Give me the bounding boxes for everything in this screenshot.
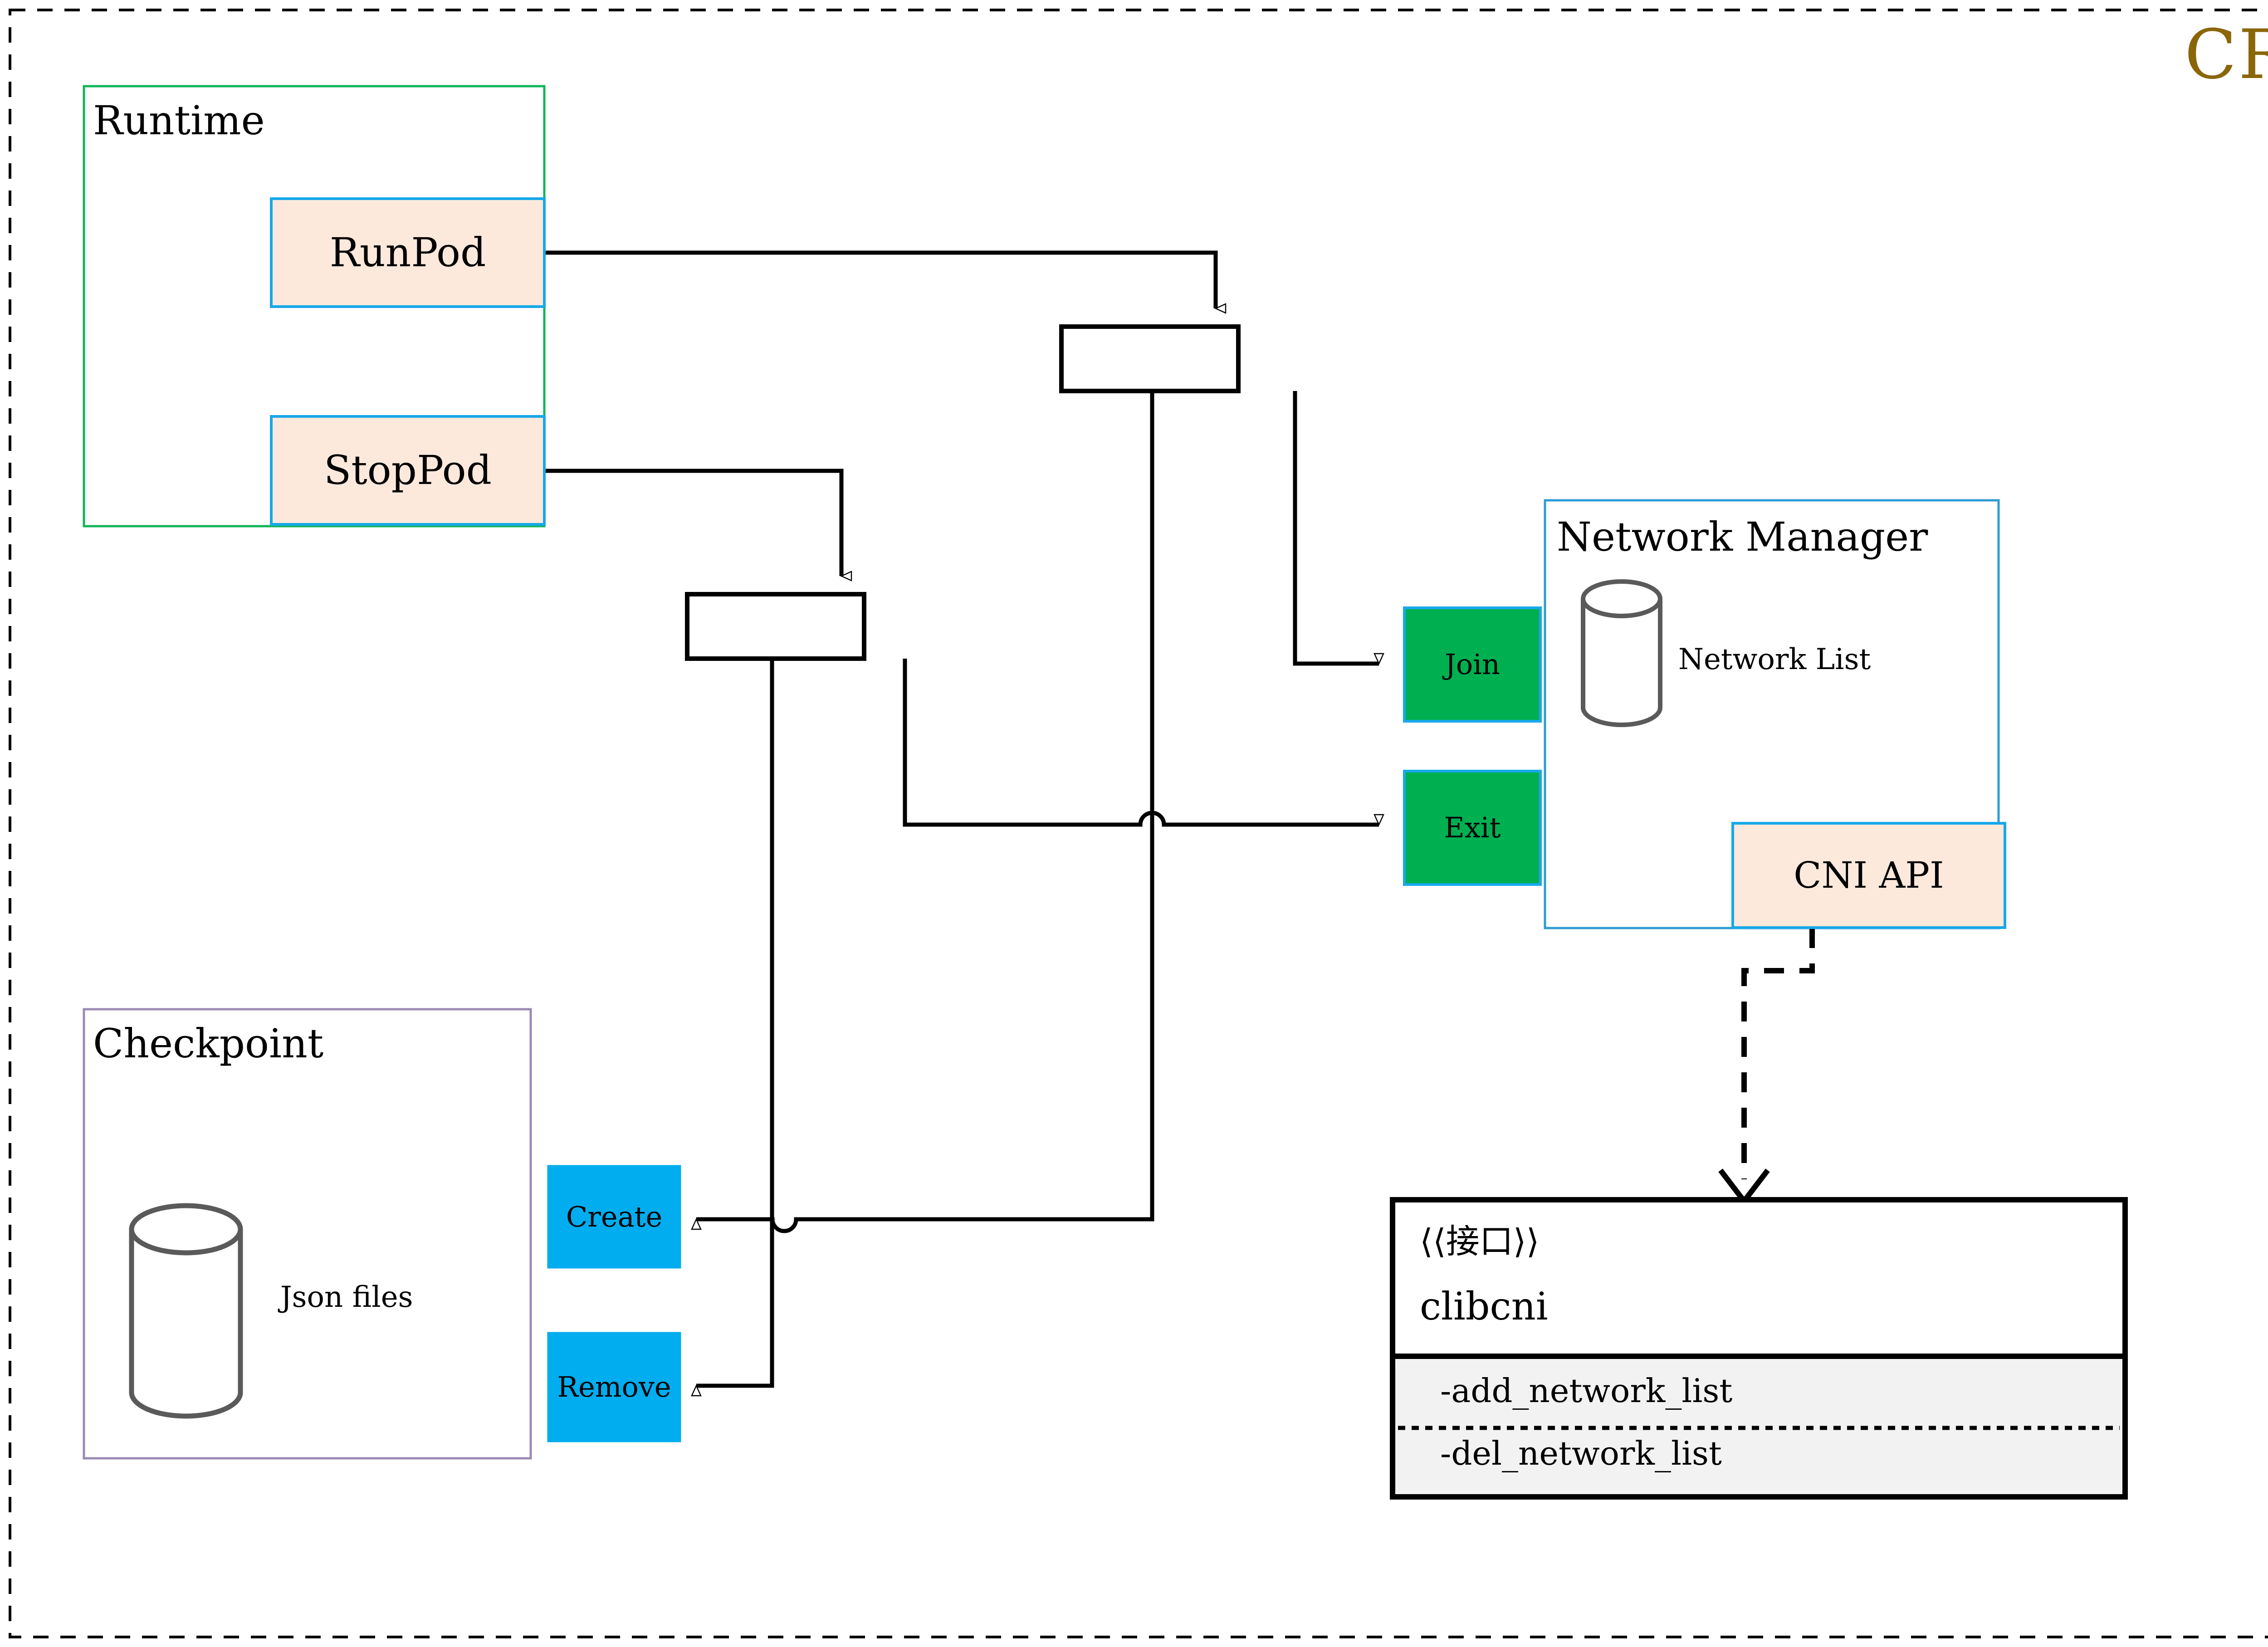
remove-label: Remove — [557, 1370, 671, 1403]
dashed-arrow-head-icon — [1718, 1168, 1770, 1206]
runpod-label: RunPod — [329, 229, 486, 276]
edge-cniapi-to-clibcni-dashed — [1741, 928, 1815, 1179]
create-label: Create — [566, 1200, 663, 1233]
fork-bottom-node — [685, 592, 866, 661]
edge-runpod-to-fork-top — [544, 250, 1216, 308]
checkpoint-cylinder-icon — [129, 1203, 243, 1419]
stoppod-label: StopPod — [324, 447, 492, 494]
edge-fork-bottom-to-exit — [903, 659, 1379, 827]
edge-fork-bottom-to-remove — [696, 659, 774, 1386]
runpod-node-box — [270, 197, 546, 308]
clibcni-method-del: -del_network_list — [1440, 1434, 1722, 1472]
fork-top-node — [1059, 324, 1241, 393]
network-list-cylinder-icon — [1581, 579, 1662, 727]
stoppod-node-box — [270, 415, 546, 526]
remove-node-box — [547, 1332, 681, 1442]
join-label: Join — [1445, 648, 1500, 681]
checkpoint-group-label: Checkpoint — [93, 1020, 324, 1067]
clibcni-name: clibcni — [1420, 1284, 1548, 1329]
outer-frame — [9, 9, 2268, 1638]
json-files-label: Json files — [280, 1280, 413, 1314]
edge-fork-top-to-join — [1293, 391, 1379, 666]
clibcni-stereotype: ⟨⟨接口⟩⟩ — [1420, 1222, 1540, 1261]
edge-fork-top-to-create — [696, 391, 1154, 1233]
cni-api-node-box — [1731, 822, 2006, 929]
runtime-group-label: Runtime — [93, 97, 265, 144]
page-title: CRI — [2185, 15, 2268, 94]
exit-node-box — [1403, 770, 1542, 886]
cni-api-label: CNI API — [1794, 854, 1944, 896]
join-node-box — [1403, 606, 1542, 723]
create-node-box — [547, 1165, 681, 1269]
edge-stoppod-to-fork-bottom — [544, 469, 841, 576]
clibcni-method-add: -add_network_list — [1440, 1372, 1733, 1410]
network-manager-group-label: Network Manager — [1557, 513, 1928, 560]
exit-label: Exit — [1444, 811, 1501, 844]
network-list-label: Network List — [1678, 643, 1871, 676]
